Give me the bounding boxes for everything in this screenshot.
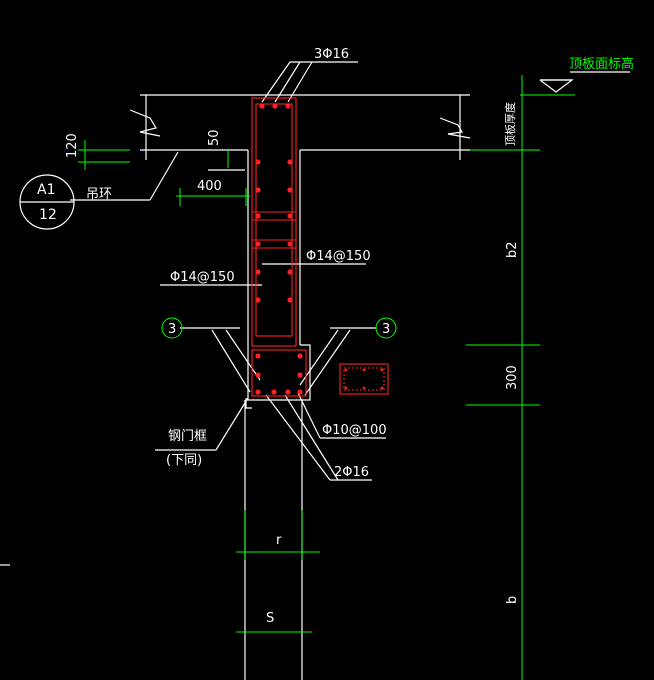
wall-stirrup-outer bbox=[251, 97, 297, 347]
lifting-ring-leader bbox=[149, 151, 179, 201]
dim50-label: 50 bbox=[207, 129, 222, 146]
beam-stirrup-label: Φ10@100 bbox=[322, 423, 387, 438]
bottom-rebar-label: 2Φ16 bbox=[334, 465, 369, 480]
rebar-dot bbox=[287, 159, 293, 165]
beam-stirrup bbox=[251, 349, 307, 397]
steel-frame-label: 钢门框 bbox=[168, 429, 207, 444]
dim-b2-label: b2 bbox=[505, 241, 520, 258]
same-below-label: (下同) bbox=[166, 453, 202, 468]
rebar-dot bbox=[255, 159, 261, 165]
rebar-dot bbox=[255, 353, 261, 359]
rebar-dot bbox=[362, 368, 366, 372]
lifting-ring-label: 吊环 bbox=[86, 187, 112, 202]
top-rebar-label: 3Φ16 bbox=[314, 47, 349, 62]
rebar-dot bbox=[297, 372, 303, 378]
rebar-dot bbox=[272, 103, 278, 109]
rebar-dot bbox=[255, 187, 261, 193]
beam-section-detail bbox=[339, 363, 389, 395]
rebar-dot bbox=[287, 213, 293, 219]
dim-b-label: b bbox=[505, 596, 520, 604]
reinforcement bbox=[251, 97, 389, 397]
stirrup-side-label: Φ14@150 bbox=[170, 270, 235, 285]
elev-triangle bbox=[539, 79, 574, 93]
rebar-dot bbox=[255, 269, 261, 275]
rebar-dot bbox=[344, 368, 348, 372]
rebar-dot bbox=[287, 297, 293, 303]
rebar-dot bbox=[285, 389, 291, 395]
dim-r-label: r bbox=[276, 533, 282, 548]
rebar-dot bbox=[259, 103, 265, 109]
frame-corner bbox=[245, 398, 252, 409]
structure-outline bbox=[0, 61, 630, 680]
rebar-dot bbox=[271, 389, 277, 395]
rebar-dot bbox=[255, 297, 261, 303]
detail-top-label: A1 bbox=[37, 182, 55, 198]
frame-leader bbox=[215, 397, 249, 451]
callout-left-label: 3 bbox=[168, 322, 176, 337]
dim300-label: 300 bbox=[505, 365, 520, 390]
bottom-rebar-leader2 bbox=[284, 394, 339, 481]
rebar-dot bbox=[287, 269, 293, 275]
dim120-label: 120 bbox=[65, 133, 80, 158]
rebar-dot bbox=[380, 386, 384, 390]
top-rebar-leader2 bbox=[274, 61, 301, 103]
callout-right-leader1 bbox=[304, 329, 351, 396]
rebar-dot bbox=[344, 386, 348, 390]
dim400-label: 400 bbox=[197, 179, 222, 194]
rebar-dot bbox=[287, 187, 293, 193]
top-rebar-leader1 bbox=[261, 61, 291, 103]
rebar-dot bbox=[255, 389, 261, 395]
callout-left-circle bbox=[161, 317, 183, 339]
callout-right-circle bbox=[375, 317, 397, 339]
roof-thickness-label: 顶板厚度 bbox=[503, 102, 517, 146]
rebar-dot bbox=[255, 372, 261, 378]
rebar-dot bbox=[285, 103, 291, 109]
top-rebar-leader3 bbox=[287, 61, 313, 103]
break-line-left bbox=[129, 109, 161, 137]
stirrup-wall-label: Φ14@150 bbox=[306, 249, 371, 264]
rebar-dot bbox=[297, 353, 303, 359]
detail-reference bbox=[19, 174, 75, 230]
rebar-dot bbox=[287, 241, 293, 247]
break-line-right bbox=[439, 117, 471, 139]
dim-s-label: S bbox=[266, 611, 274, 626]
rebar-dot bbox=[255, 241, 261, 247]
rebar-dots bbox=[255, 103, 384, 395]
rebar-dot bbox=[362, 386, 366, 390]
beam-outline bbox=[247, 344, 311, 401]
callout-left-leader1 bbox=[211, 329, 251, 393]
dimension-lines bbox=[78, 75, 575, 680]
roof-elevation-label: 顶板面标高 bbox=[569, 56, 634, 72]
rebar-dot bbox=[380, 368, 384, 372]
detail-bottom-label: 12 bbox=[39, 207, 57, 223]
callout-left-leader2 bbox=[225, 329, 261, 381]
rebar-dot bbox=[255, 213, 261, 219]
beam-stirrup-leader bbox=[297, 392, 321, 439]
beam-section-inner bbox=[343, 367, 385, 391]
callout-right-label: 3 bbox=[382, 322, 390, 337]
bottom-rebar-leader1 bbox=[265, 394, 331, 481]
rebar-dot bbox=[297, 389, 303, 395]
